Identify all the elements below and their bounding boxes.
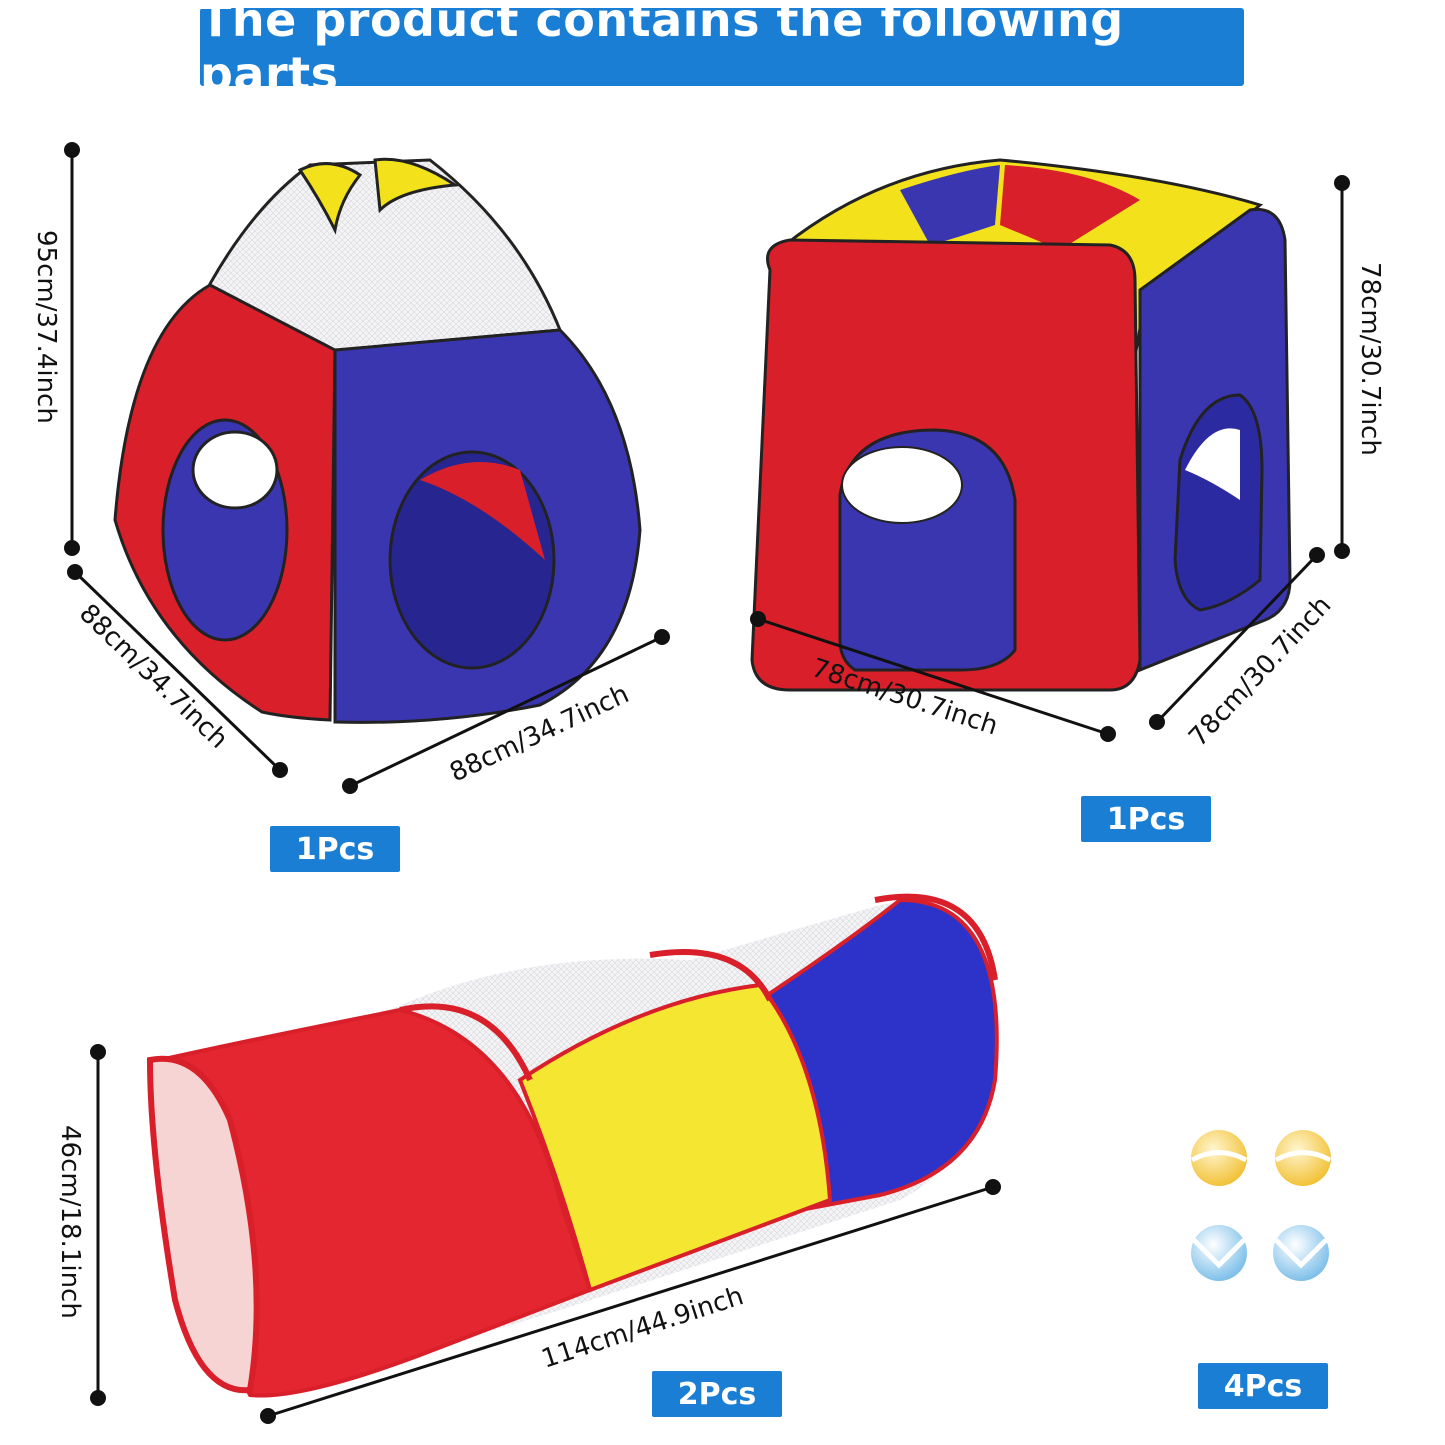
tunnel (146, 893, 999, 1398)
cube-tent-qty: 1Pcs (1081, 796, 1211, 842)
ball-blue-1 (1191, 1225, 1247, 1281)
banner-title: The product contains the following parts (200, 0, 1244, 101)
ball-yellow-2 (1275, 1130, 1331, 1186)
balls (1190, 1130, 1332, 1281)
pyramid-tent-qty: 1Pcs (270, 826, 400, 872)
cube-height-label: 78cm/30.7inch (1355, 262, 1385, 456)
tunnel-qty: 2Pcs (652, 1371, 782, 1417)
ball-yellow-1 (1191, 1130, 1247, 1186)
balls-qty: 4Pcs (1198, 1363, 1328, 1409)
pyramid-tent (113, 157, 642, 724)
tunnel-height-label: 46cm/18.1inch (55, 1125, 85, 1319)
ball-blue-2 (1273, 1225, 1329, 1281)
cube-tent (750, 158, 1292, 692)
pyramid-height-label: 95cm/37.4inch (31, 230, 61, 424)
